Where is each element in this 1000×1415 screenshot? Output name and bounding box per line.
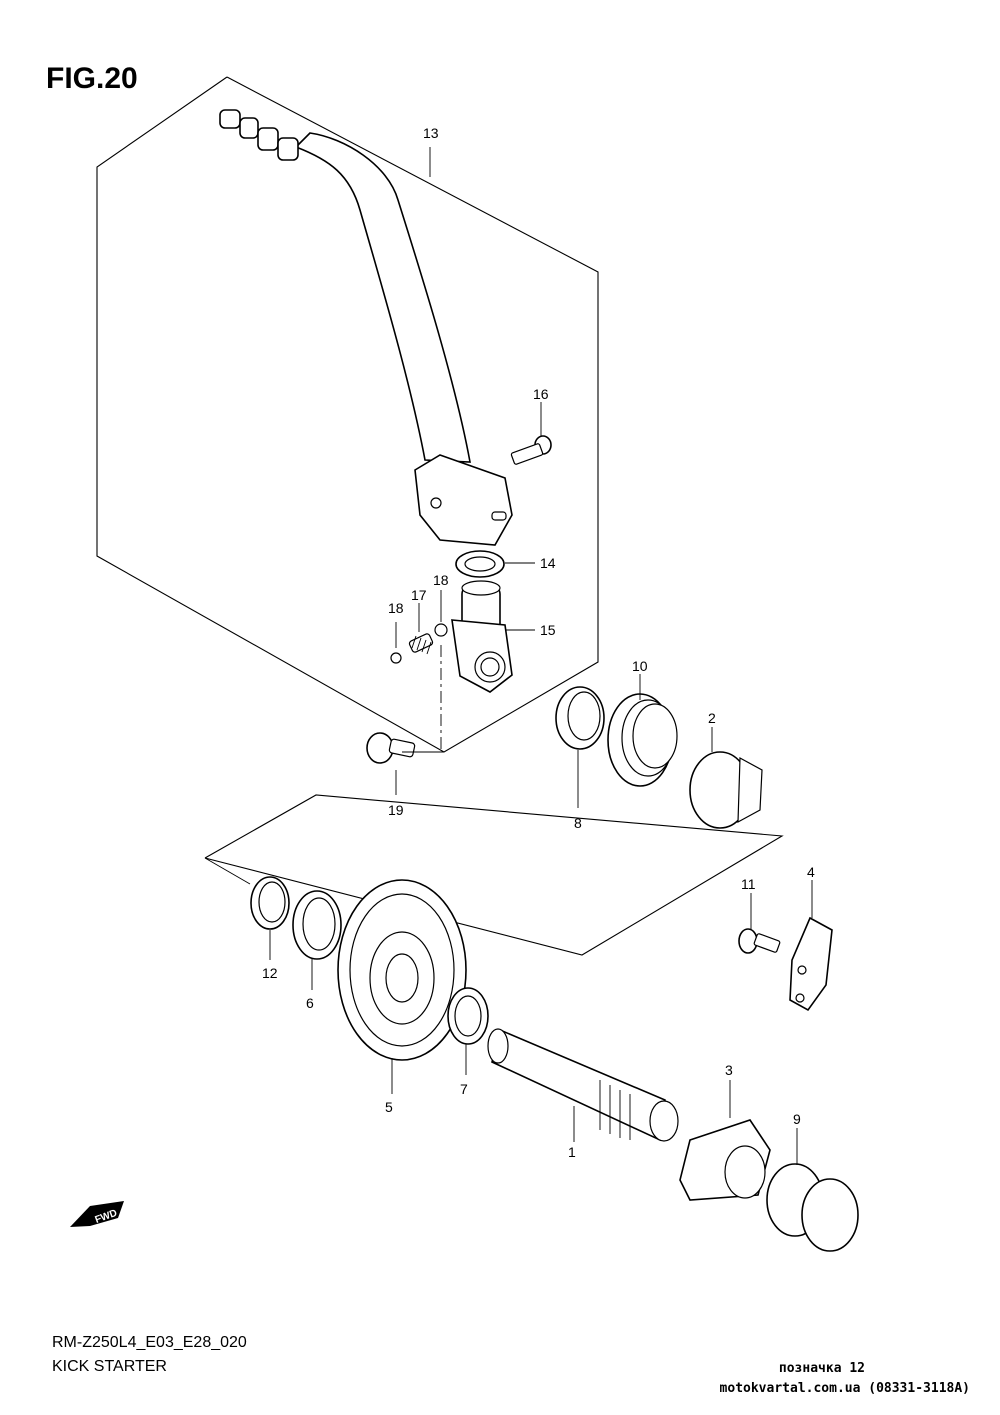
callout-6: 6 bbox=[306, 995, 314, 1011]
callout-8: 8 bbox=[574, 815, 582, 831]
washer-6 bbox=[292, 890, 342, 960]
bolt-11 bbox=[738, 928, 781, 954]
ball-18-left bbox=[390, 652, 402, 664]
ball-18-right bbox=[434, 623, 448, 637]
watermark-site: motokvartal.com.ua (08331-3118A) bbox=[719, 1381, 970, 1396]
kick-gear-3 bbox=[679, 1119, 771, 1201]
lower-group-frame bbox=[204, 794, 784, 956]
callout-14: 14 bbox=[540, 555, 556, 571]
figure-title: FIG.20 bbox=[46, 62, 138, 95]
callout-13: 13 bbox=[423, 125, 439, 141]
forward-direction-arrow-icon: FWD bbox=[70, 1201, 124, 1227]
oil-seal-8 bbox=[555, 686, 605, 750]
callout-17: 17 bbox=[411, 587, 427, 603]
gear-5 bbox=[337, 879, 467, 1061]
callout-19: 19 bbox=[388, 802, 404, 818]
callout-18-left: 18 bbox=[388, 600, 404, 616]
spring-17 bbox=[408, 633, 434, 655]
bolt-19 bbox=[366, 732, 416, 764]
watermark-mark: позначка 12 bbox=[778, 1361, 865, 1376]
callout-1: 1 bbox=[568, 1144, 576, 1160]
kick-spring-10 bbox=[607, 693, 678, 787]
spring-9 bbox=[766, 1163, 859, 1252]
callout-7: 7 bbox=[460, 1081, 468, 1097]
callout-18-right: 18 bbox=[433, 572, 449, 588]
callout-11: 11 bbox=[741, 876, 756, 892]
figure-code: RM-Z250L4_E03_E28_020 bbox=[52, 1334, 247, 1351]
callout-16: 16 bbox=[533, 386, 549, 402]
callout-12: 12 bbox=[262, 965, 278, 981]
callout-5: 5 bbox=[385, 1099, 393, 1115]
callout-9: 9 bbox=[793, 1111, 801, 1127]
callout-2: 2 bbox=[708, 710, 716, 726]
stopper-plate-4 bbox=[789, 916, 833, 1012]
washer-7 bbox=[447, 987, 489, 1045]
bolt-16 bbox=[510, 435, 552, 465]
kick-boss-15 bbox=[451, 580, 513, 693]
shaft-1 bbox=[487, 1028, 679, 1142]
figure-name: KICK STARTER bbox=[52, 1358, 167, 1375]
spring-guide-2 bbox=[689, 751, 763, 829]
callout-3: 3 bbox=[725, 1062, 733, 1078]
callout-4: 4 bbox=[807, 864, 815, 880]
callout-10: 10 bbox=[632, 658, 648, 674]
circlip-12 bbox=[250, 876, 290, 930]
kick-lever-part bbox=[219, 109, 513, 546]
callout-15: 15 bbox=[540, 622, 556, 638]
